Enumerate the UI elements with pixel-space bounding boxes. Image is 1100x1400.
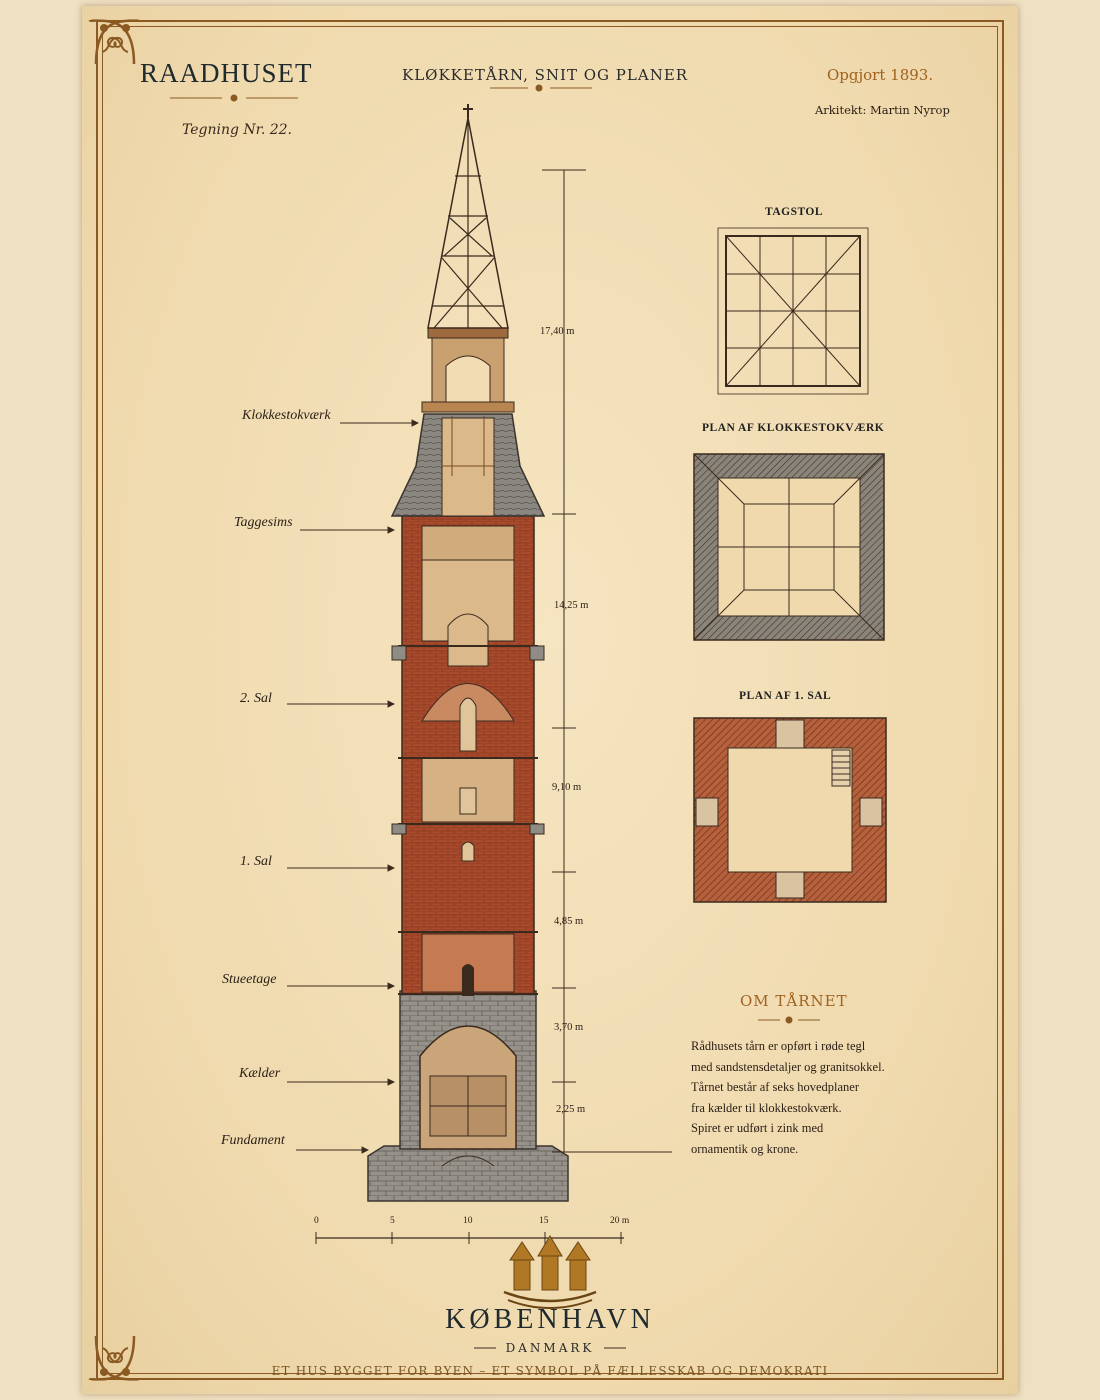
dimension-label: 17,40 m — [540, 326, 575, 337]
level-label-first-floor: 1. Sal — [240, 854, 272, 869]
architect-credit: Arkitekt: Martin Nyrop — [815, 103, 950, 117]
about-line: ornamentik og krone. — [691, 1141, 799, 1156]
scale-tick-label: 0 — [314, 1216, 319, 1226]
footer-tagline: ET HUS BYGGET FOR BYEN – ET SYMBOL PÅ FÆ… — [271, 1364, 829, 1378]
about-line: Tårnet består af seks hovedplaner — [691, 1080, 859, 1094]
city-name: KØBENHAVN — [445, 1304, 655, 1335]
roof-truss-title: TAGSTOL — [765, 206, 824, 218]
title-ornament — [170, 84, 592, 102]
dimension-label: 14,25 m — [554, 600, 589, 611]
scale-tick-label: 5 — [390, 1216, 395, 1226]
roof-truss-plan — [717, 227, 869, 395]
scale-tick-label: 10 — [463, 1216, 473, 1226]
first-plan-title: PLAN AF 1. SAL — [739, 690, 832, 702]
dimension-label: 3,70 m — [554, 1022, 584, 1033]
level-label-roof-cornice: Taggesims — [234, 515, 293, 530]
about-text: Rådhusets tårn er opført i røde tegl med… — [691, 1036, 951, 1159]
about-line: Rådhusets tårn er opført i røde tegl — [691, 1039, 866, 1053]
dimension-label: 4,85 m — [554, 916, 584, 927]
scale-tick-label: 20 m — [610, 1216, 630, 1226]
dimension-label: 9,10 m — [552, 782, 582, 793]
tower-drawing — [170, 84, 887, 1349]
scale-bar — [315, 1232, 624, 1244]
level-label-second-floor: 2. Sal — [240, 691, 272, 706]
drawing-subtitle: KLØKKETÅRN, SNIT OG PLANER — [402, 66, 689, 84]
first-floor-plan — [693, 717, 887, 903]
corner-ornament-icon — [88, 1335, 136, 1381]
country-name: DANMARK — [505, 1341, 595, 1355]
level-label-clock-floor: Klokkestokværk — [242, 408, 331, 423]
corner-ornament-icon — [88, 19, 136, 65]
clock-floor-plan — [693, 453, 885, 641]
about-ornament — [758, 1016, 820, 1024]
level-label-foundation: Fundament — [221, 1133, 285, 1148]
drawing-number: Tegning Nr. 22. — [182, 122, 292, 138]
page-title: RAADHUSET — [140, 58, 313, 88]
city-emblem-icon — [503, 1235, 597, 1309]
drawing-sheet: RAADHUSET Tegning Nr. 22. KLØKKETÅRN, SN… — [82, 6, 1018, 1394]
tower-section — [367, 104, 569, 1202]
clock-plan-title: PLAN AF KLOKKESTOKVÆRK — [702, 422, 885, 434]
about-line: med sandstensdetaljer og granitsokkel. — [691, 1059, 885, 1074]
scale-tick-label: 15 — [539, 1216, 549, 1226]
inner-frame — [102, 26, 998, 1374]
drawing-year: Opgjort 1893. — [827, 66, 934, 84]
level-label-ground-floor: Stueetage — [222, 972, 277, 987]
level-leaders — [287, 419, 420, 1154]
dimension-chain — [542, 169, 672, 1153]
about-line: fra kælder til klokkestokværk. — [691, 1100, 842, 1115]
outer-frame — [96, 20, 1004, 1380]
level-label-basement: Kælder — [239, 1066, 281, 1081]
about-title: OM TÅRNET — [740, 992, 848, 1010]
about-line: Spiret er udført i zink med — [691, 1121, 824, 1135]
dimension-label: 2,25 m — [556, 1104, 586, 1115]
